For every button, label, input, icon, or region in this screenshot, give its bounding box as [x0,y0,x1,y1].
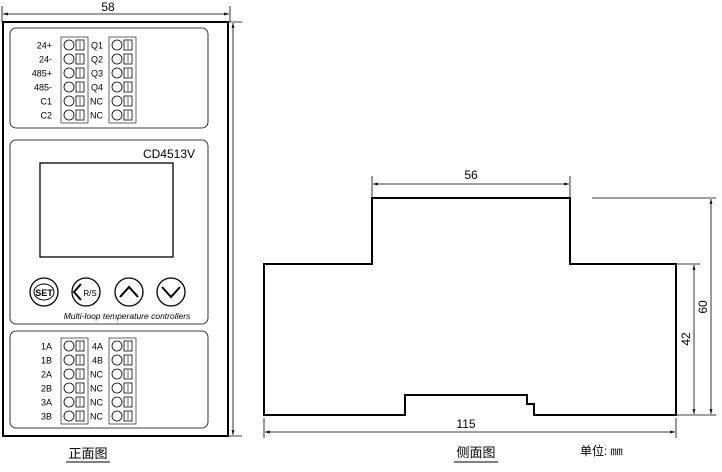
terminal-hole-icon [111,109,123,121]
terminal-label: 24- [39,55,52,65]
front-width-label: 58 [101,0,115,14]
left-arrow-icon [72,283,82,301]
terminal-label: NC [90,111,103,121]
bottom-right-terminal-strip [108,337,137,425]
side-total-height-label: 60 [696,300,710,314]
lcd-screen [39,162,174,258]
terminal-label: NC [90,412,103,422]
set-button[interactable]: SET [29,277,59,307]
terminal-label: 3A [41,398,52,408]
terminal-hole-icon [111,81,123,93]
terminal-label: NC [90,398,103,408]
terminal-hole-icon [111,67,123,79]
set-button-label: SET [35,288,53,298]
terminal-label: 1A [41,342,52,352]
device-subtitle: Multi-loop temperature controllers [64,311,191,321]
terminal-hole-icon [63,81,75,93]
terminal-label: 1B [41,356,52,366]
terminal-hole-icon [111,396,123,408]
top-left-terminal-strip [60,36,89,124]
terminal-hole-icon [111,39,123,51]
chevron-down-icon [161,286,181,299]
front-width-dimension: 58 [1,0,231,22]
terminal-hole-icon [63,368,75,380]
terminal-label: 2A [41,370,52,380]
side-body-height-label: 42 [679,332,693,346]
terminal-label: 485+ [32,69,52,79]
terminal-hole-icon [63,95,75,107]
terminal-hole-icon [63,410,75,422]
terminal-hole-icon [63,354,75,366]
terminal-hole-icon [111,354,123,366]
terminal-hole-icon [63,67,75,79]
rs-button-label: R/S [83,289,96,298]
terminal-hole-icon [111,95,123,107]
terminal-hole-icon [111,410,123,422]
terminal-hole-icon [111,53,123,65]
terminal-hole-icon [63,340,75,352]
terminal-label: 4B [92,356,103,366]
terminal-label: NC [90,384,103,394]
side-top-width-label: 56 [464,168,478,182]
terminal-hole-icon [111,340,123,352]
side-top-width-dimension: 56 [371,168,571,198]
bottom-left-terminal-strip [60,337,89,425]
side-bottom-width-dimension: 115 [263,417,677,438]
terminal-label: NC [90,97,103,107]
terminal-hole-icon [63,396,75,408]
up-button[interactable] [114,277,144,307]
rs-button[interactable]: R/S [71,277,101,307]
terminal-label: NC [90,370,103,380]
front-caption: 正面图 [68,446,107,461]
unit-label: 单位: ㎜ [580,443,623,458]
terminal-hole-icon [63,109,75,121]
terminal-label: 2B [41,384,52,394]
chevron-up-icon [119,285,139,298]
side-profile-outline [263,197,677,416]
top-right-terminal-strip [108,36,137,124]
down-button[interactable] [156,277,186,307]
model-label: CD4513V [143,147,195,161]
terminal-label: C2 [40,111,52,121]
terminal-label: Q2 [91,55,103,65]
side-view: 56 42 60 115 侧面图 单位: ㎜ [263,168,716,463]
terminal-label: C1 [40,97,52,107]
terminal-hole-icon [111,368,123,380]
terminal-label: 485- [34,83,52,93]
terminal-hole-icon [63,53,75,65]
side-bottom-width-label: 115 [456,417,475,431]
terminal-label: Q1 [91,41,103,51]
terminal-label: Q3 [91,69,103,79]
terminal-hole-icon [63,382,75,394]
bottom-terminal-block: 1A 1B 2A 2B 3A 3B 4A 4B NC NC NC NC [41,337,137,425]
terminal-label: Q4 [91,83,103,93]
terminal-label: 3B [41,412,52,422]
terminal-hole-icon [63,39,75,51]
terminal-label: 24+ [37,41,52,51]
terminal-label: 4A [92,342,103,352]
terminal-hole-icon [111,382,123,394]
side-height-dimensions: 42 60 [592,197,716,416]
side-caption: 侧面图 [456,445,495,460]
